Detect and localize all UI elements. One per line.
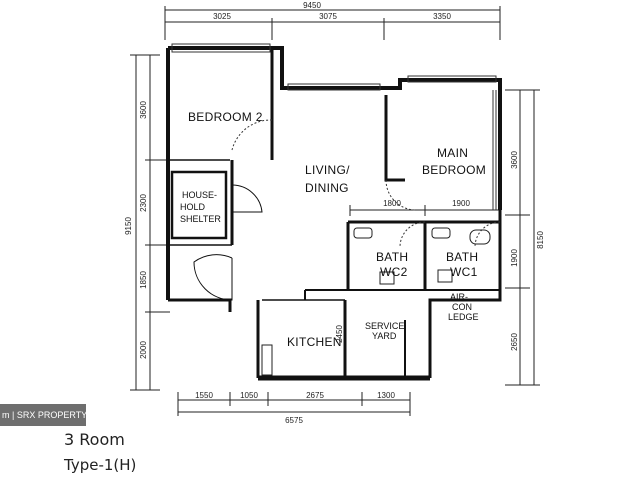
shelter-label-3: SHELTER [180,214,221,224]
living-label-2: DINING [305,181,349,195]
left-dim-3: 1850 [139,271,148,289]
top-total-dim: 9450 [303,1,321,10]
top-dim-3: 3350 [433,12,451,21]
living-label-1: LIVING/ [305,163,350,177]
shelter-label-2: HOLD [180,202,206,212]
bath-wc2-label-2: WC2 [380,265,408,279]
right-total-dim: 8150 [536,231,545,249]
main-bedroom-label-2: BEDROOM [422,163,486,177]
bath-wc1-label-1: BATH [446,250,478,264]
aircon-label-3: LEDGE [448,312,479,322]
service-yard-label-2: YARD [372,331,397,341]
top-dim-1: 3025 [213,12,231,21]
bath-dim-1: 1800 [383,199,401,208]
bath-wc2-label-1: BATH [376,250,408,264]
bottom-dim-3: 2675 [306,391,324,400]
bottom-dim-1: 1550 [195,391,213,400]
bottom-dim-2: 1050 [240,391,258,400]
kitchen-label: KITCHEN [287,335,342,349]
bedroom-2-label: BEDROOM 2 [188,110,263,124]
bath-dim-2: 1900 [452,199,470,208]
service-yard-label-1: SERVICE [365,321,404,331]
aircon-label-2: CON [452,302,472,312]
right-dim-3: 2650 [510,333,519,351]
top-dim-2: 3075 [319,12,337,21]
watermark-banner: m | SRX PROPERTY [0,404,86,426]
shelter-label-1: HOUSE- [182,190,217,200]
left-dim-1: 3600 [139,101,148,119]
bottom-total-dim: 6575 [285,416,303,425]
kitchen-depth-dim: 2450 [335,325,344,343]
left-total-dim: 9150 [124,217,133,235]
bottom-dim-4: 1300 [377,391,395,400]
caption-type: Type-1(H) [64,456,137,474]
right-dim-1: 3600 [510,151,519,169]
aircon-label-1: AIR- [450,292,468,302]
right-dim-2: 1900 [510,249,519,267]
left-dim-2: 2300 [139,194,148,212]
caption-title: 3 Room [64,430,125,449]
main-bedroom-label-1: MAIN [437,146,468,160]
bath-wc1-label-2: WC1 [450,265,478,279]
left-dim-4: 2000 [139,341,148,359]
